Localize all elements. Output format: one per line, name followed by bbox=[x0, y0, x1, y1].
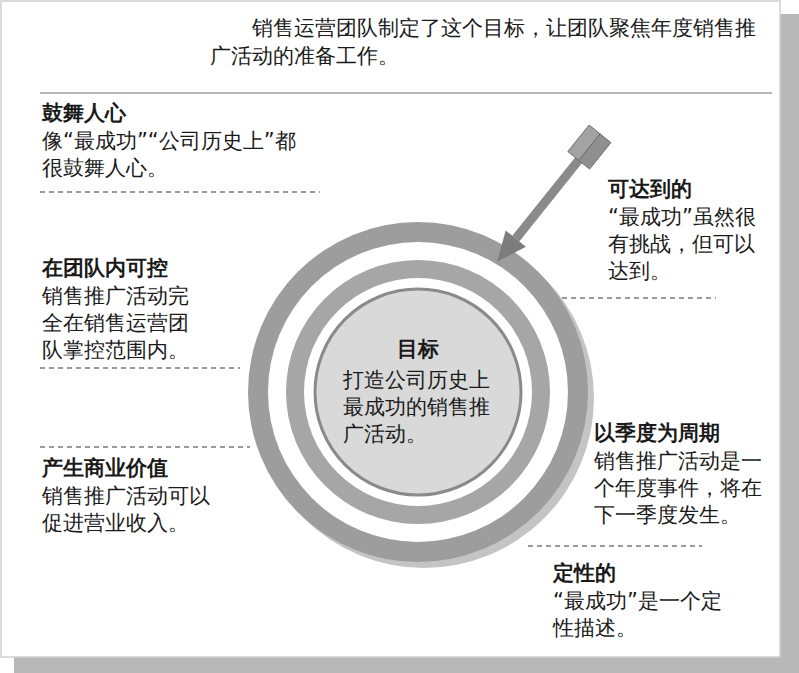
annotation-body: “最成功”是一个定性描述。 bbox=[553, 588, 723, 642]
annotation-heading: 在团队内可控 bbox=[42, 255, 207, 282]
annotation-heading: 定性的 bbox=[553, 560, 723, 587]
annotation-body: 销售推广活动是一个年度事件，将在下一季度发生。 bbox=[594, 448, 770, 529]
annotation-heading: 以季度为周期 bbox=[594, 420, 770, 447]
annotation-heading: 鼓舞人心 bbox=[42, 100, 304, 127]
title-rule bbox=[40, 92, 772, 94]
node-body: 打造公司历史上最成功的销售推广活动。 bbox=[343, 367, 493, 448]
card-frame bbox=[1, 1, 780, 657]
annotation: 以季度为周期销售推广活动是一个年度事件，将在下一季度发生。 bbox=[594, 420, 770, 529]
separator-line bbox=[40, 191, 320, 193]
annotation-body: 销售推广活动完全在销售运营团队掌控范围内。 bbox=[42, 283, 207, 364]
target-rings bbox=[248, 222, 594, 568]
annotation: 鼓舞人心像“最成功”“公司历史上”都很鼓舞人心。 bbox=[42, 100, 304, 182]
annotation-body: 销售推广活动可以促进营业收入。 bbox=[42, 483, 230, 537]
annotation: 产生商业价值销售推广活动可以促进营业收入。 bbox=[42, 455, 230, 537]
arrow bbox=[497, 125, 611, 262]
node-content: 目标打造公司历史上最成功的销售推广活动。 bbox=[313, 287, 523, 497]
node-heading: 目标 bbox=[397, 336, 439, 363]
center-circle-shape bbox=[315, 289, 521, 495]
middle-ring bbox=[286, 260, 550, 524]
annotation-body: “最成功”虽然很有挑战，但可以达到。 bbox=[608, 204, 770, 285]
outer-ring bbox=[248, 222, 588, 562]
title: 销售运营团队制定了这个目标，让团队聚焦年度销售推广活动的准备工作。 bbox=[210, 14, 770, 70]
annotation: 定性的“最成功”是一个定性描述。 bbox=[553, 560, 723, 642]
arrow-feather bbox=[568, 125, 600, 160]
annotation-heading: 可达到的 bbox=[608, 176, 770, 203]
annotation: 在团队内可控销售推广活动完全在销售运营团队掌控范围内。 bbox=[42, 255, 207, 364]
white-ring bbox=[304, 278, 532, 506]
white-ring bbox=[268, 242, 568, 542]
annotation: 可达到的“最成功”虽然很有挑战，但可以达到。 bbox=[608, 176, 770, 285]
annotation-heading: 产生商业价值 bbox=[42, 455, 230, 482]
annotation-body: 像“最成功”“公司历史上”都很鼓舞人心。 bbox=[42, 128, 304, 182]
arrow-head bbox=[497, 231, 526, 263]
separator-line bbox=[553, 297, 716, 299]
target-center: 目标打造公司历史上最成功的销售推广活动。 bbox=[313, 287, 523, 497]
separator-line bbox=[528, 545, 702, 547]
separator-line bbox=[40, 446, 250, 448]
separator-line bbox=[40, 367, 240, 369]
